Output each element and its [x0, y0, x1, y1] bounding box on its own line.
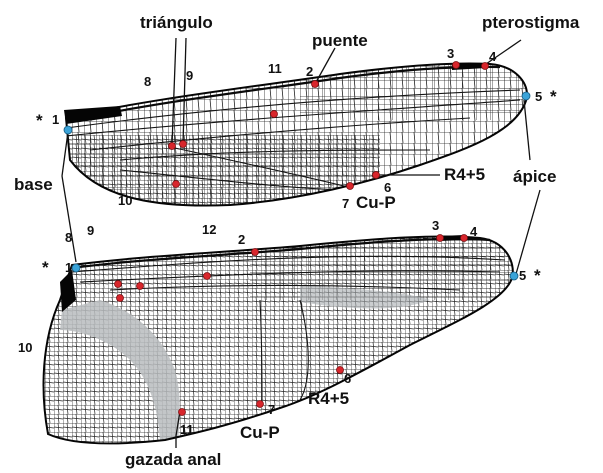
hind-landmark-5: [510, 272, 518, 280]
hind-num-1: 1: [65, 260, 72, 275]
label-triangulo: triángulo: [140, 13, 213, 32]
label-r45-bottom: R4+5: [308, 389, 349, 408]
asterisk-fore-left: *: [36, 111, 43, 130]
fore-num-10: 10: [118, 193, 132, 208]
fore-landmark-5: [522, 92, 530, 100]
hind-landmark-11: [179, 409, 186, 416]
fore-landmark-1: [64, 126, 72, 134]
fore-num-8: 8: [144, 74, 151, 89]
hind-landmark-7: [257, 401, 264, 408]
label-puente: puente: [312, 31, 368, 50]
fore-landmark-3: [453, 62, 460, 69]
asterisk-hind-left: *: [42, 258, 49, 277]
hind-landmark-8: [115, 281, 122, 288]
hind-num-8: 8: [65, 230, 72, 245]
hind-landmark-6: [337, 367, 344, 374]
label-base: base: [14, 175, 53, 194]
fore-num-3: 3: [447, 46, 454, 61]
fore-num-1: 1: [52, 112, 59, 127]
label-cup-top: Cu-P: [356, 193, 396, 212]
label-pterostigma: pterostigma: [482, 13, 580, 32]
hind-num-11: 11: [180, 422, 194, 437]
fore-landmark-9: [180, 141, 187, 148]
hind-landmark-4: [461, 235, 468, 242]
hind-num-3: 3: [432, 218, 439, 233]
hind-landmark-10: [117, 295, 124, 302]
fore-num-4: 4: [489, 49, 497, 64]
fore-landmark-4: [482, 63, 489, 70]
hind-num-7: 7: [268, 402, 275, 417]
hind-landmark-12: [204, 273, 211, 280]
label-cup-bottom: Cu-P: [240, 423, 280, 442]
hind-landmark-1: [72, 264, 80, 272]
asterisk-hind-right: *: [534, 266, 541, 285]
fore-landmark-2: [312, 81, 319, 88]
hind-num-9: 9: [87, 223, 94, 238]
fore-num-11: 11: [268, 61, 282, 76]
hind-landmark-3: [437, 235, 444, 242]
fore-num-5: 5: [535, 89, 542, 104]
fore-num-9: 9: [186, 68, 193, 83]
hind-num-10: 10: [18, 340, 32, 355]
asterisk-fore-right: *: [550, 87, 557, 106]
hind-num-2: 2: [238, 232, 245, 247]
fore-num-7: 7: [342, 196, 349, 211]
fore-landmark-11: [271, 111, 278, 118]
fore-landmark-8: [169, 143, 176, 150]
label-gazada-anal: gazada anal: [125, 450, 221, 469]
hind-landmark-2: [252, 249, 259, 256]
fore-landmark-7: [347, 183, 354, 190]
fore-landmark-10: [173, 181, 180, 188]
fore-landmark-6: [373, 172, 380, 179]
fore-num-2: 2: [306, 64, 313, 79]
hind-landmark-9: [137, 283, 144, 290]
label-r45-top: R4+5: [444, 165, 485, 184]
label-apice: ápice: [513, 167, 556, 186]
hind-num-5: 5: [519, 268, 526, 283]
hind-num-6: 6: [344, 371, 351, 386]
hind-num-12: 12: [202, 222, 216, 237]
hind-num-4: 4: [470, 224, 478, 239]
hindwing: [40, 230, 520, 450]
